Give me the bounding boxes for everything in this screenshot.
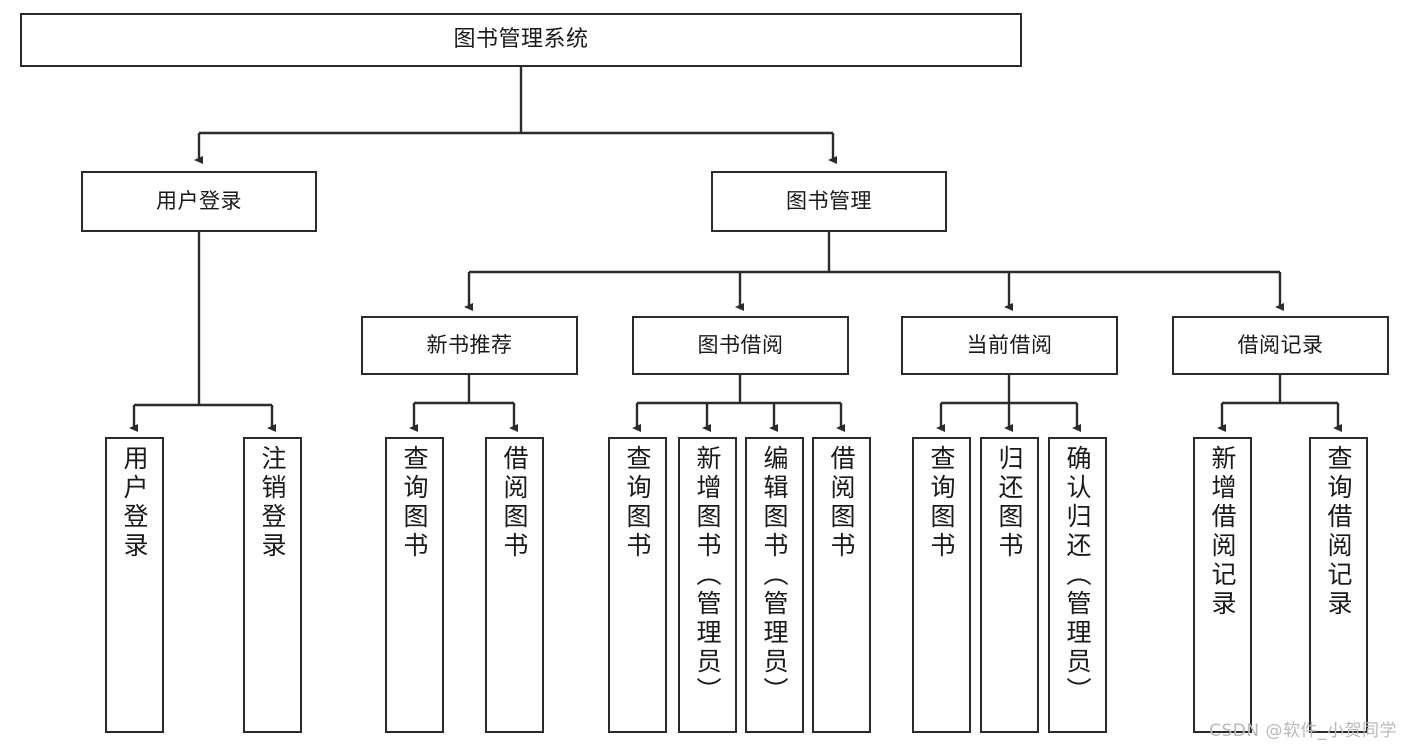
- node-current-borrow-label: 当前借阅: [966, 333, 1053, 358]
- leaf-current-return-book[interactable]: 归还图书: [980, 437, 1039, 733]
- node-borrow-record-label: 借阅记录: [1237, 333, 1324, 358]
- leaf-borrow-borrow-book[interactable]: 借阅图书: [812, 437, 871, 733]
- leaf-label: 新增图书（管理员）: [693, 445, 722, 706]
- leaf-borrow-query-book[interactable]: 查询图书: [608, 437, 667, 733]
- leaf-label: 查询图书: [400, 445, 429, 561]
- leaf-current-query-book[interactable]: 查询图书: [912, 437, 971, 733]
- node-root[interactable]: 图书管理系统: [20, 13, 1022, 67]
- leaf-label: 归还图书: [995, 445, 1024, 561]
- node-user-login-label: 用户登录: [156, 189, 242, 214]
- node-book-borrow[interactable]: 图书借阅: [632, 316, 849, 375]
- leaf-user-login-signout[interactable]: 注销登录: [243, 437, 302, 733]
- leaf-label: 查询图书: [927, 445, 956, 561]
- node-root-label: 图书管理系统: [453, 27, 589, 53]
- leaf-label: 注销登录: [258, 445, 287, 561]
- leaf-borrow-edit-book-admin[interactable]: 编辑图书（管理员）: [745, 437, 804, 733]
- leaf-label: 查询借阅记录: [1324, 445, 1353, 619]
- node-book-management[interactable]: 图书管理: [711, 171, 947, 232]
- leaf-record-add-record[interactable]: 新增借阅记录: [1193, 437, 1252, 733]
- leaf-user-login-signin[interactable]: 用户登录: [105, 437, 164, 733]
- node-book-management-label: 图书管理: [786, 189, 872, 214]
- leaf-record-query-record[interactable]: 查询借阅记录: [1309, 437, 1368, 733]
- leaf-label: 用户登录: [120, 445, 149, 561]
- node-new-book-recommend-label: 新书推荐: [426, 333, 513, 358]
- node-new-book-recommend[interactable]: 新书推荐: [361, 316, 578, 375]
- leaf-label: 查询图书: [623, 445, 652, 561]
- node-current-borrow[interactable]: 当前借阅: [901, 316, 1118, 375]
- leaf-label: 借阅图书: [500, 445, 529, 561]
- leaf-label: 编辑图书（管理员）: [760, 445, 789, 706]
- leaf-borrow-add-book-admin[interactable]: 新增图书（管理员）: [678, 437, 737, 733]
- node-borrow-record[interactable]: 借阅记录: [1172, 316, 1389, 375]
- node-book-borrow-label: 图书借阅: [697, 333, 784, 358]
- leaf-label: 新增借阅记录: [1208, 445, 1237, 619]
- leaf-label: 借阅图书: [827, 445, 856, 561]
- leaf-recommend-query-book[interactable]: 查询图书: [385, 437, 444, 733]
- node-user-login[interactable]: 用户登录: [81, 171, 317, 232]
- leaf-current-confirm-return-admin[interactable]: 确认归还（管理员）: [1048, 437, 1107, 733]
- watermark: CSDN @软件_小贺同学: [1209, 721, 1397, 741]
- leaf-label: 确认归还（管理员）: [1063, 445, 1092, 706]
- leaf-recommend-borrow-book[interactable]: 借阅图书: [485, 437, 544, 733]
